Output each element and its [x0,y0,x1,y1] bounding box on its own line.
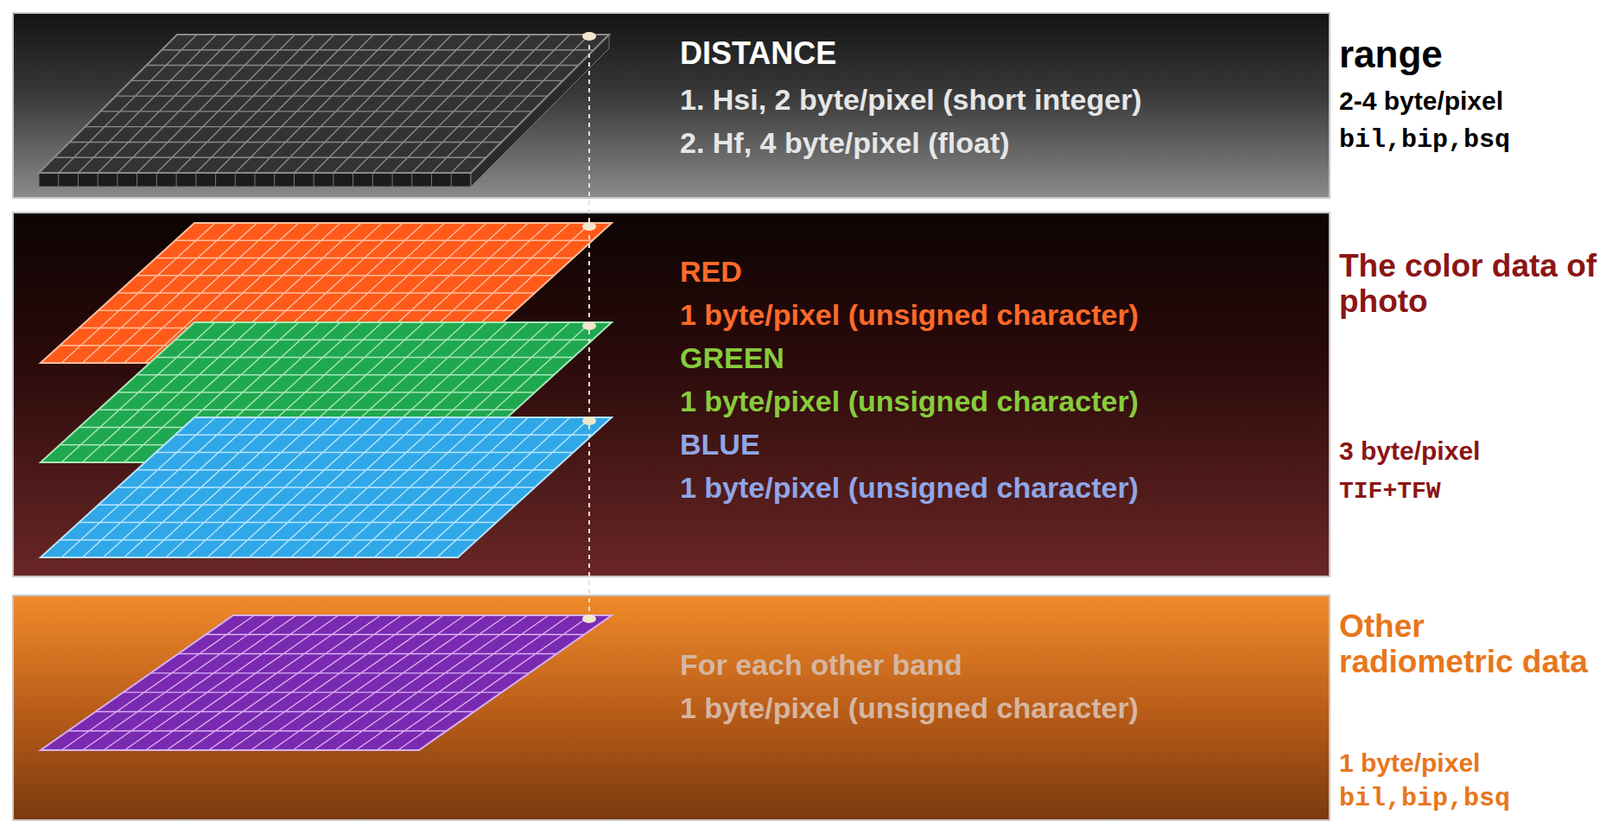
band-heading: GREEN [679,341,785,375]
distance-grid [38,34,610,173]
side-heading: Other radiometric data [1339,608,1599,680]
other-layer-cells [61,615,591,750]
blue-layer-cells [59,417,593,558]
other-layer-face [40,615,612,750]
side-note: bil,bip,bsq [1339,126,1511,156]
side-note: TIF+TFW [1339,477,1442,505]
band-heading: DISTANCE [679,36,837,71]
side-note: 2-4 byte/pixel [1339,86,1504,116]
other-layer [40,615,612,750]
side-heading: The color data of photo [1339,247,1599,320]
side-note: bil,bip,bsq [1339,784,1511,814]
band-heading: BLUE [679,427,761,461]
band-heading: For each other band [679,647,963,681]
side-note: 1 byte/pixel [1339,748,1480,778]
format-line: 1 byte/pixel (unsigned character) [679,691,1139,724]
format-line: 1. Hsi, 2 byte/pixel (short integer) [679,82,1143,116]
pixel-dot [582,222,597,231]
pixel-dot [582,416,597,426]
band-heading: RED [679,254,743,288]
slab-front [38,172,471,187]
distance-grid-face [38,34,610,173]
blue-layer-face [40,417,612,558]
format-line: 1 byte/pixel (unsigned character) [679,384,1139,418]
slab-front-cells [58,172,452,187]
side-note: 3 byte/pixel [1339,436,1480,466]
pixel-dot [582,321,597,331]
pixel-dot [582,614,597,623]
distance-grid-cells [54,34,594,173]
format-line: 1 byte/pixel (unsigned character) [679,470,1139,504]
blue-layer [40,417,612,558]
side-heading: range [1339,32,1443,76]
pixel-dot [582,31,597,41]
format-line: 2. Hf, 4 byte/pixel (float) [679,126,1010,159]
format-line: 1 byte/pixel (unsigned character) [679,298,1139,331]
